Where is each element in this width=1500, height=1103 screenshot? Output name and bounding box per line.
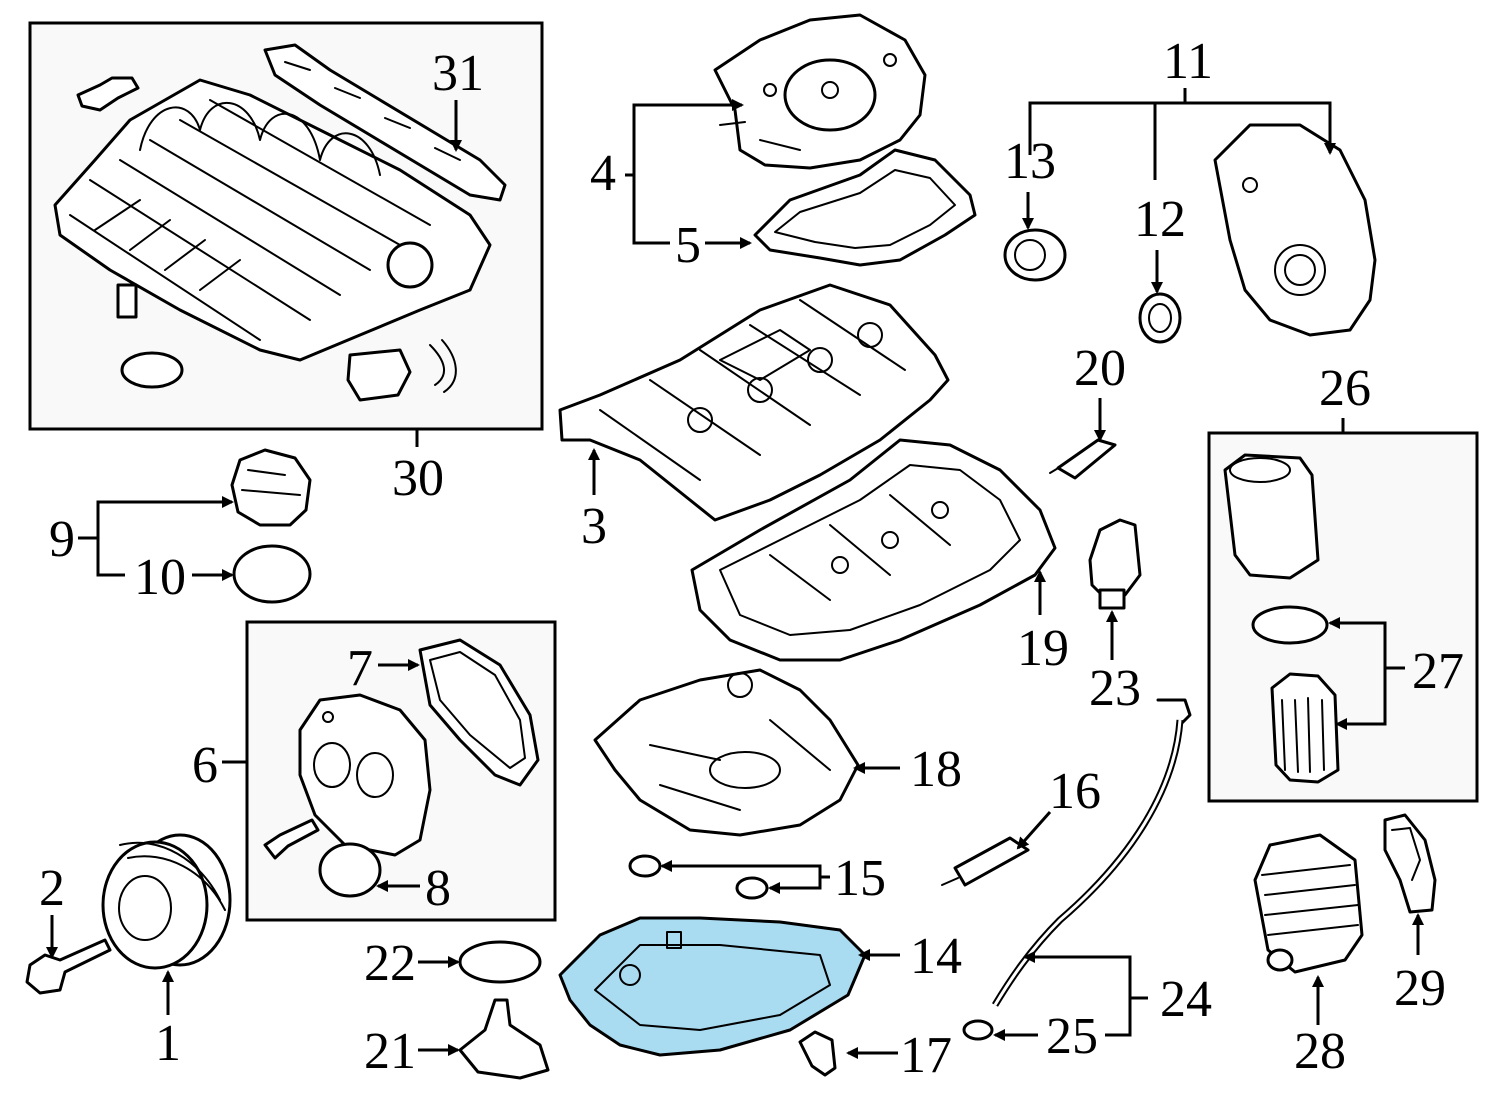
camshaft-housing-drawing xyxy=(558,283,950,522)
oil-filter-26 xyxy=(1223,453,1320,580)
filler-cap-9 xyxy=(230,448,312,527)
callout-7[interactable]: 7 xyxy=(347,640,373,697)
oil-baffle-drawing xyxy=(593,668,860,837)
callout-28[interactable]: 28 xyxy=(1294,1023,1346,1080)
callout-19[interactable]: 19 xyxy=(1017,620,1069,677)
manifold-gasket-drawing xyxy=(263,43,507,202)
oil-pan-drawing xyxy=(558,916,867,1057)
callout-5[interactable]: 5 xyxy=(675,217,701,274)
crankshaft-seal-drawing xyxy=(1138,292,1182,344)
callout-10[interactable]: 10 xyxy=(134,549,186,606)
o-ring-8 xyxy=(318,842,382,898)
callout-22[interactable]: 22 xyxy=(364,935,416,992)
sealant-tube-16 xyxy=(941,836,1030,887)
oil-filler-cap-23 xyxy=(1088,518,1142,610)
callout-30[interactable]: 30 xyxy=(392,450,444,507)
dipstick-tube-24 xyxy=(991,698,1192,1007)
callout-11[interactable]: 11 xyxy=(1163,33,1213,90)
ladder-frame-drawing xyxy=(690,438,1057,662)
callout-14[interactable]: 14 xyxy=(910,928,962,985)
front-cover-drawing xyxy=(1213,123,1377,337)
callout-12[interactable]: 12 xyxy=(1134,191,1186,248)
sensor-21 xyxy=(458,998,550,1080)
callout-4[interactable]: 4 xyxy=(590,145,616,202)
gasket-22 xyxy=(458,940,542,984)
callout-31[interactable]: 31 xyxy=(432,45,484,102)
manifold-small-parts xyxy=(76,76,457,402)
seals-15 xyxy=(628,854,769,900)
oil-cooler-28 xyxy=(1253,833,1364,974)
sealant-tube-20 xyxy=(1049,438,1117,480)
filter-element-27 xyxy=(1270,672,1340,784)
callout-labels: 1 2 3 4 5 6 7 8 9 10 11 12 13 14 15 16 1… xyxy=(39,33,1464,1084)
tube-seal-25 xyxy=(962,1019,994,1041)
callout-13[interactable]: 13 xyxy=(1004,133,1056,190)
callout-3[interactable]: 3 xyxy=(581,498,607,555)
callout-29[interactable]: 29 xyxy=(1394,960,1446,1017)
bolt-6 xyxy=(263,818,320,860)
intake-manifold-drawing xyxy=(53,78,492,362)
callout-9[interactable]: 9 xyxy=(49,511,75,568)
callout-6[interactable]: 6 xyxy=(192,737,218,794)
leader-lines xyxy=(46,88,1424,1059)
callout-15[interactable]: 15 xyxy=(834,850,886,907)
callout-26[interactable]: 26 xyxy=(1319,360,1371,417)
drain-plug-17 xyxy=(798,1030,837,1077)
callout-1[interactable]: 1 xyxy=(155,1015,181,1072)
pcv-cover-drawing xyxy=(713,13,927,170)
callout-17[interactable]: 17 xyxy=(900,1027,952,1084)
callout-21[interactable]: 21 xyxy=(364,1023,416,1080)
bolt-2 xyxy=(25,938,112,995)
callout-8[interactable]: 8 xyxy=(425,860,451,917)
callout-27[interactable]: 27 xyxy=(1412,643,1464,700)
pcv-gasket-drawing xyxy=(753,148,977,267)
filler-seal-10 xyxy=(232,544,312,604)
timing-cover-gasket-7 xyxy=(418,638,540,787)
callout-2[interactable]: 2 xyxy=(39,860,65,917)
camshaft-seal-drawing xyxy=(1003,228,1067,282)
cooler-gasket-29 xyxy=(1383,813,1437,914)
callout-23[interactable]: 23 xyxy=(1089,660,1141,717)
filter-seal-27 xyxy=(1251,605,1329,645)
callout-18[interactable]: 18 xyxy=(910,741,962,798)
callout-25[interactable]: 25 xyxy=(1046,1008,1098,1065)
timing-cover-6 xyxy=(298,693,432,857)
callout-16[interactable]: 16 xyxy=(1049,763,1101,820)
callout-24[interactable]: 24 xyxy=(1160,971,1212,1028)
pulley-1 xyxy=(101,833,232,970)
callout-20[interactable]: 20 xyxy=(1074,340,1126,397)
